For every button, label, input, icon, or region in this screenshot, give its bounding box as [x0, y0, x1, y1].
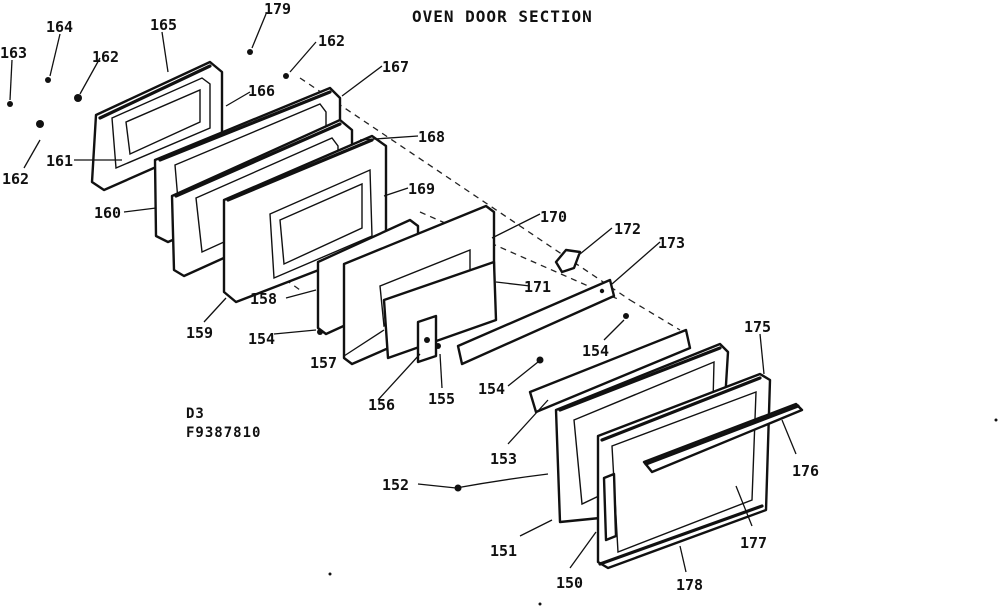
label-150: 150 [556, 574, 583, 592]
label-168: 168 [418, 128, 445, 146]
label-169: 169 [408, 180, 435, 198]
label-172: 172 [614, 220, 641, 238]
label-154-c: 154 [582, 342, 609, 360]
label-157: 157 [310, 354, 337, 372]
label-176: 176 [792, 462, 819, 480]
label-160: 160 [94, 204, 121, 222]
part-156-bracket [416, 314, 438, 364]
screws [7, 49, 629, 492]
speck [538, 602, 542, 606]
speck [328, 572, 332, 576]
label-166: 166 [248, 82, 275, 100]
part-172-knob [554, 248, 582, 274]
label-171: 171 [524, 278, 551, 296]
label-154-a: 154 [248, 330, 275, 348]
label-179: 179 [264, 0, 291, 18]
label-162-b: 162 [318, 32, 345, 50]
label-156: 156 [368, 396, 395, 414]
label-153: 153 [490, 450, 517, 468]
label-164: 164 [46, 18, 73, 36]
label-177: 177 [740, 534, 767, 552]
label-167: 167 [382, 58, 409, 76]
part-173-strip [456, 278, 616, 366]
label-163: 163 [0, 44, 27, 62]
part-176-handle [642, 402, 804, 474]
label-162-a: 162 [92, 48, 119, 66]
label-159: 159 [186, 324, 213, 342]
part-171-plate [382, 260, 498, 360]
label-165: 165 [150, 16, 177, 34]
speck [994, 418, 998, 422]
label-151: 151 [490, 542, 517, 560]
assembly-axis [159, 77, 681, 331]
label-173: 173 [658, 234, 685, 252]
label-162-c: 162 [2, 170, 29, 188]
label-170: 170 [540, 208, 567, 226]
label-161: 161 [46, 152, 73, 170]
part-150-hinge [602, 472, 618, 542]
part-178-front-glass [596, 372, 772, 570]
leader-lines [9, 13, 797, 573]
label-155: 155 [428, 390, 455, 408]
diagram-code-2: F9387810 [186, 425, 261, 441]
diagram-code-1: D3 [186, 406, 205, 422]
label-175: 175 [744, 318, 771, 336]
label-152: 152 [382, 476, 409, 494]
label-154-b: 154 [478, 380, 505, 398]
part-153-trim [528, 328, 692, 414]
diagram-title: OVEN DOOR SECTION [412, 7, 593, 26]
label-158: 158 [250, 290, 277, 308]
label-178: 178 [676, 576, 703, 594]
part-labels: 163 164 162 165 179 162 167 166 168 169 … [0, 0, 819, 594]
